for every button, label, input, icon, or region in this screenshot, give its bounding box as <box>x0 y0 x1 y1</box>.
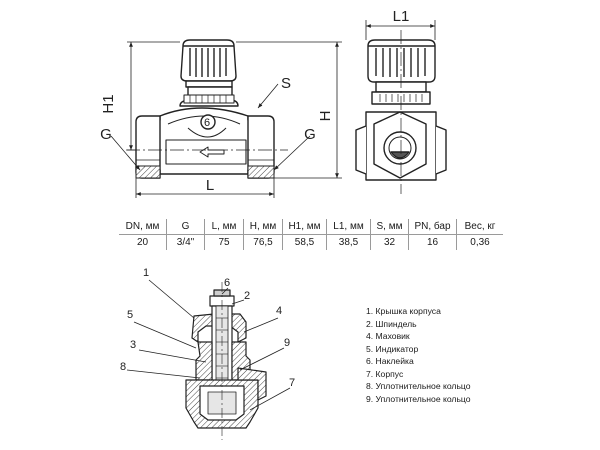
parts-list-item: 2. Шпиндель <box>366 318 417 329</box>
parts-list: 1. Крышка корпуса 2. Шпиндель 4. Маховик… <box>366 305 471 405</box>
side-handwheel <box>367 39 436 83</box>
front-view-dimensions <box>110 41 342 198</box>
header-pn: PN, бар <box>408 219 457 235</box>
h1-dimension-label: H1 <box>100 94 117 113</box>
valve-body: 6 <box>145 107 263 175</box>
s-dimension-label: S <box>281 75 291 92</box>
section-view <box>185 282 267 440</box>
callout-8: 8 <box>120 361 126 373</box>
value-dn: 20 <box>119 234 167 250</box>
value-h1: 58,5 <box>282 234 327 250</box>
spec-table-value-row: 20 3/4" 75 76,5 58,5 38,5 32 16 0,36 <box>119 234 503 250</box>
header-weight: Вес, кг <box>456 219 503 235</box>
handwheel <box>180 39 237 88</box>
right-port <box>247 115 275 179</box>
l1-dimension-label: L1 <box>393 8 410 25</box>
parts-list-item: 4. Маховик <box>366 331 410 341</box>
header-h1: H1, мм <box>282 219 327 235</box>
value-pn: 16 <box>408 234 457 250</box>
spec-table-header-row: DN, мм G L, мм H, мм H1, мм L1, мм S, мм… <box>119 219 503 235</box>
header-l: L, мм <box>204 219 244 235</box>
side-view-dimensions <box>365 20 436 40</box>
callout-6: 6 <box>224 277 230 289</box>
h-dimension-label: H <box>317 111 334 122</box>
parts-list-item: 7. Корпус <box>366 368 404 379</box>
callout-7: 7 <box>289 377 295 389</box>
svg-text:6: 6 <box>204 117 210 129</box>
callout-9: 9 <box>284 337 290 349</box>
parts-list-item: 9. Уплотнительное кольцо <box>366 393 471 404</box>
callout-4: 4 <box>276 305 282 317</box>
left-port <box>135 115 161 179</box>
parts-list-item: 8. Уплотнительное кольцо <box>366 381 471 391</box>
header-h: H, мм <box>243 219 283 235</box>
callout-1: 1 <box>143 267 149 279</box>
value-s: 32 <box>370 234 409 250</box>
g-left-thread-label: G <box>100 126 112 143</box>
front-view: 6 <box>126 39 288 179</box>
callout-leaders <box>126 279 291 411</box>
value-l: 75 <box>204 234 244 250</box>
bonnet <box>179 86 239 107</box>
header-l1: L1, мм <box>326 219 371 235</box>
g-right-thread-label: G <box>304 126 316 143</box>
parts-list-item: 6. Наклейка <box>366 356 414 366</box>
header-g: G <box>166 219 205 235</box>
section-body <box>185 367 267 429</box>
value-g: 3/4" <box>166 234 205 250</box>
value-l1: 38,5 <box>326 234 371 250</box>
value-weight: 0,36 <box>470 237 490 248</box>
callout-5: 5 <box>127 309 133 321</box>
side-view <box>355 30 447 194</box>
parts-list-item: 5. Индикатор <box>366 343 419 354</box>
header-dn: DN, мм <box>119 219 167 235</box>
spec-table: DN, мм G L, мм H, мм H1, мм L1, мм S, мм… <box>119 219 503 250</box>
value-h: 76,5 <box>243 234 283 250</box>
callout-2: 2 <box>244 290 250 302</box>
parts-list-item: 1. Крышка корпуса <box>366 306 441 316</box>
header-s: S, мм <box>370 219 409 235</box>
callout-3: 3 <box>130 339 136 351</box>
l-dimension-label: L <box>206 177 214 194</box>
